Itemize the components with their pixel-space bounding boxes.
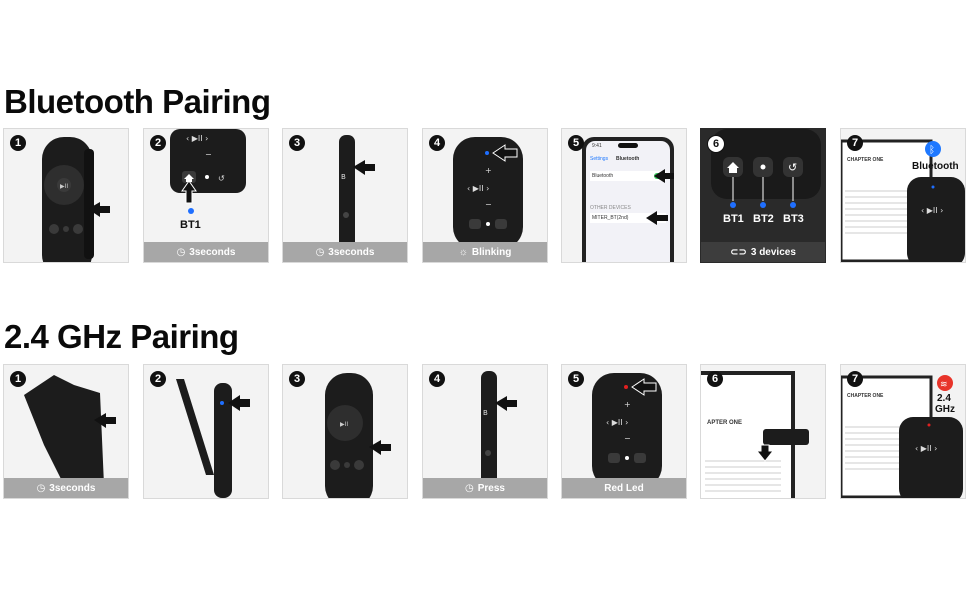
clock-icon: ◷ [465,483,474,494]
ghz-step-5: 5 + ‹ ▶II › − Red Led [561,364,687,499]
bt-step-3: 3 B ◷3seconds [282,128,408,263]
svg-text:−: − [624,434,631,443]
step-number: 7 [847,371,863,387]
step-number: 3 [289,371,305,387]
bluetooth-toggle-label: Bluetooth [592,173,613,180]
step-number: 4 [429,135,445,151]
svg-text:‹ ▶II ›: ‹ ▶II › [186,134,208,143]
step-caption: ◷3seconds [144,242,268,262]
svg-text:≋: ≋ [940,380,948,390]
svg-text:B: B [341,173,346,181]
ghz-step-6: 6 APTER ONE [700,364,826,499]
svg-text:‹ ▶II ›: ‹ ▶II › [467,184,489,193]
svg-text:+: + [485,166,492,175]
bt-step-7: 7 ‹ ▶II › ᛒ CHAPTER ONE Bluetooth [840,128,966,263]
other-devices-header: OTHER DEVICES [590,205,631,212]
ghz-step-3: 3 ▶II [282,364,408,499]
step-number: 6 [707,371,723,387]
link-icon: ⊂⊃ [730,247,747,258]
step-number: 5 [568,371,584,387]
svg-text:↺: ↺ [218,174,225,183]
bt-step-4: 4 + ‹ ▶II › − ☼Blinking [422,128,548,263]
step-number: 6 [707,135,725,153]
ghz-step-7: 7 ‹ ▶II › ≋ CHAPTER ONE 2.4 GHz [840,364,966,499]
step-number: 1 [10,135,26,151]
svg-text:+: + [624,400,631,409]
bluetooth-page-title: Bluetooth [616,156,639,163]
settings-back-link: Settings [590,156,608,163]
step-number: 3 [289,135,305,151]
ghz-label-line1: 2.4 [937,393,951,404]
bt-step-2: 2 ‹ ▶II › − ↺ BT1 ◷3seconds [143,128,269,263]
ghz-step-1: 1 ◷3seconds [3,364,129,499]
step-number: 7 [847,135,863,151]
step-caption: ☼Blinking [423,242,547,262]
bt-step-6: 6 ↺ BT1 BT2 BT3 ⊂⊃3 devices [700,128,826,263]
svg-text:‹ ▶II ›: ‹ ▶II › [921,206,943,215]
bluetooth-section-title: Bluetooth Pairing [4,85,271,118]
clock-icon: ◷ [177,247,186,258]
step-number: 2 [150,371,166,387]
svg-text:‹ ▶II ›: ‹ ▶II › [915,444,937,453]
step-number: 1 [10,371,26,387]
arrow-icon [353,160,375,175]
step-caption: ◷3seconds [4,478,128,498]
step-caption: Red Led [562,478,686,498]
ghz-section-title: 2.4 GHz Pairing [4,320,239,353]
step-number: 4 [429,371,445,387]
ghz-steps-row: 1 ◷3seconds 2 3 ▶II 4 B [3,364,967,501]
bt-step-5: 5 9:41 Settings Bluetooth Bluetooth OTHE… [561,128,687,263]
step-caption: ◷Press [423,478,547,498]
step-caption: ⊂⊃3 devices [701,242,825,262]
bt1-label: BT1 [180,219,201,231]
arrow-icon [495,396,517,411]
bluetooth-steps-row: 1 ▶II 2 ‹ ▶II › − ↺ BT1 ◷3seconds [3,128,967,265]
svg-text:B: B [483,409,488,417]
bt-step-1: 1 ▶II [3,128,129,263]
step-number: 2 [150,135,166,151]
clock-icon: ◷ [37,483,46,494]
svg-text:▶II: ▶II [60,183,68,190]
step-number: 5 [568,135,584,151]
svg-text:▶II: ▶II [340,421,348,428]
bulb-icon: ☼ [459,247,468,258]
step-caption: ◷3seconds [283,242,407,262]
bt2-label: BT2 [753,213,774,225]
bluetooth-label: Bluetooth [912,161,959,172]
device-name: MITER_BT(2nd) [592,215,628,222]
ghz-step-4: 4 B ◷Press [422,364,548,499]
svg-text:−: − [205,150,212,159]
svg-text:ᛒ: ᛒ [929,145,935,156]
ghz-step-2: 2 [143,364,269,499]
bt3-label: BT3 [783,213,804,225]
clock-icon: ◷ [316,247,325,258]
bt1-label: BT1 [723,213,744,225]
svg-text:‹ ▶II ›: ‹ ▶II › [606,418,628,427]
svg-text:−: − [485,200,492,209]
svg-text:↺: ↺ [788,161,797,174]
ghz-label-line2: GHz [935,404,955,415]
